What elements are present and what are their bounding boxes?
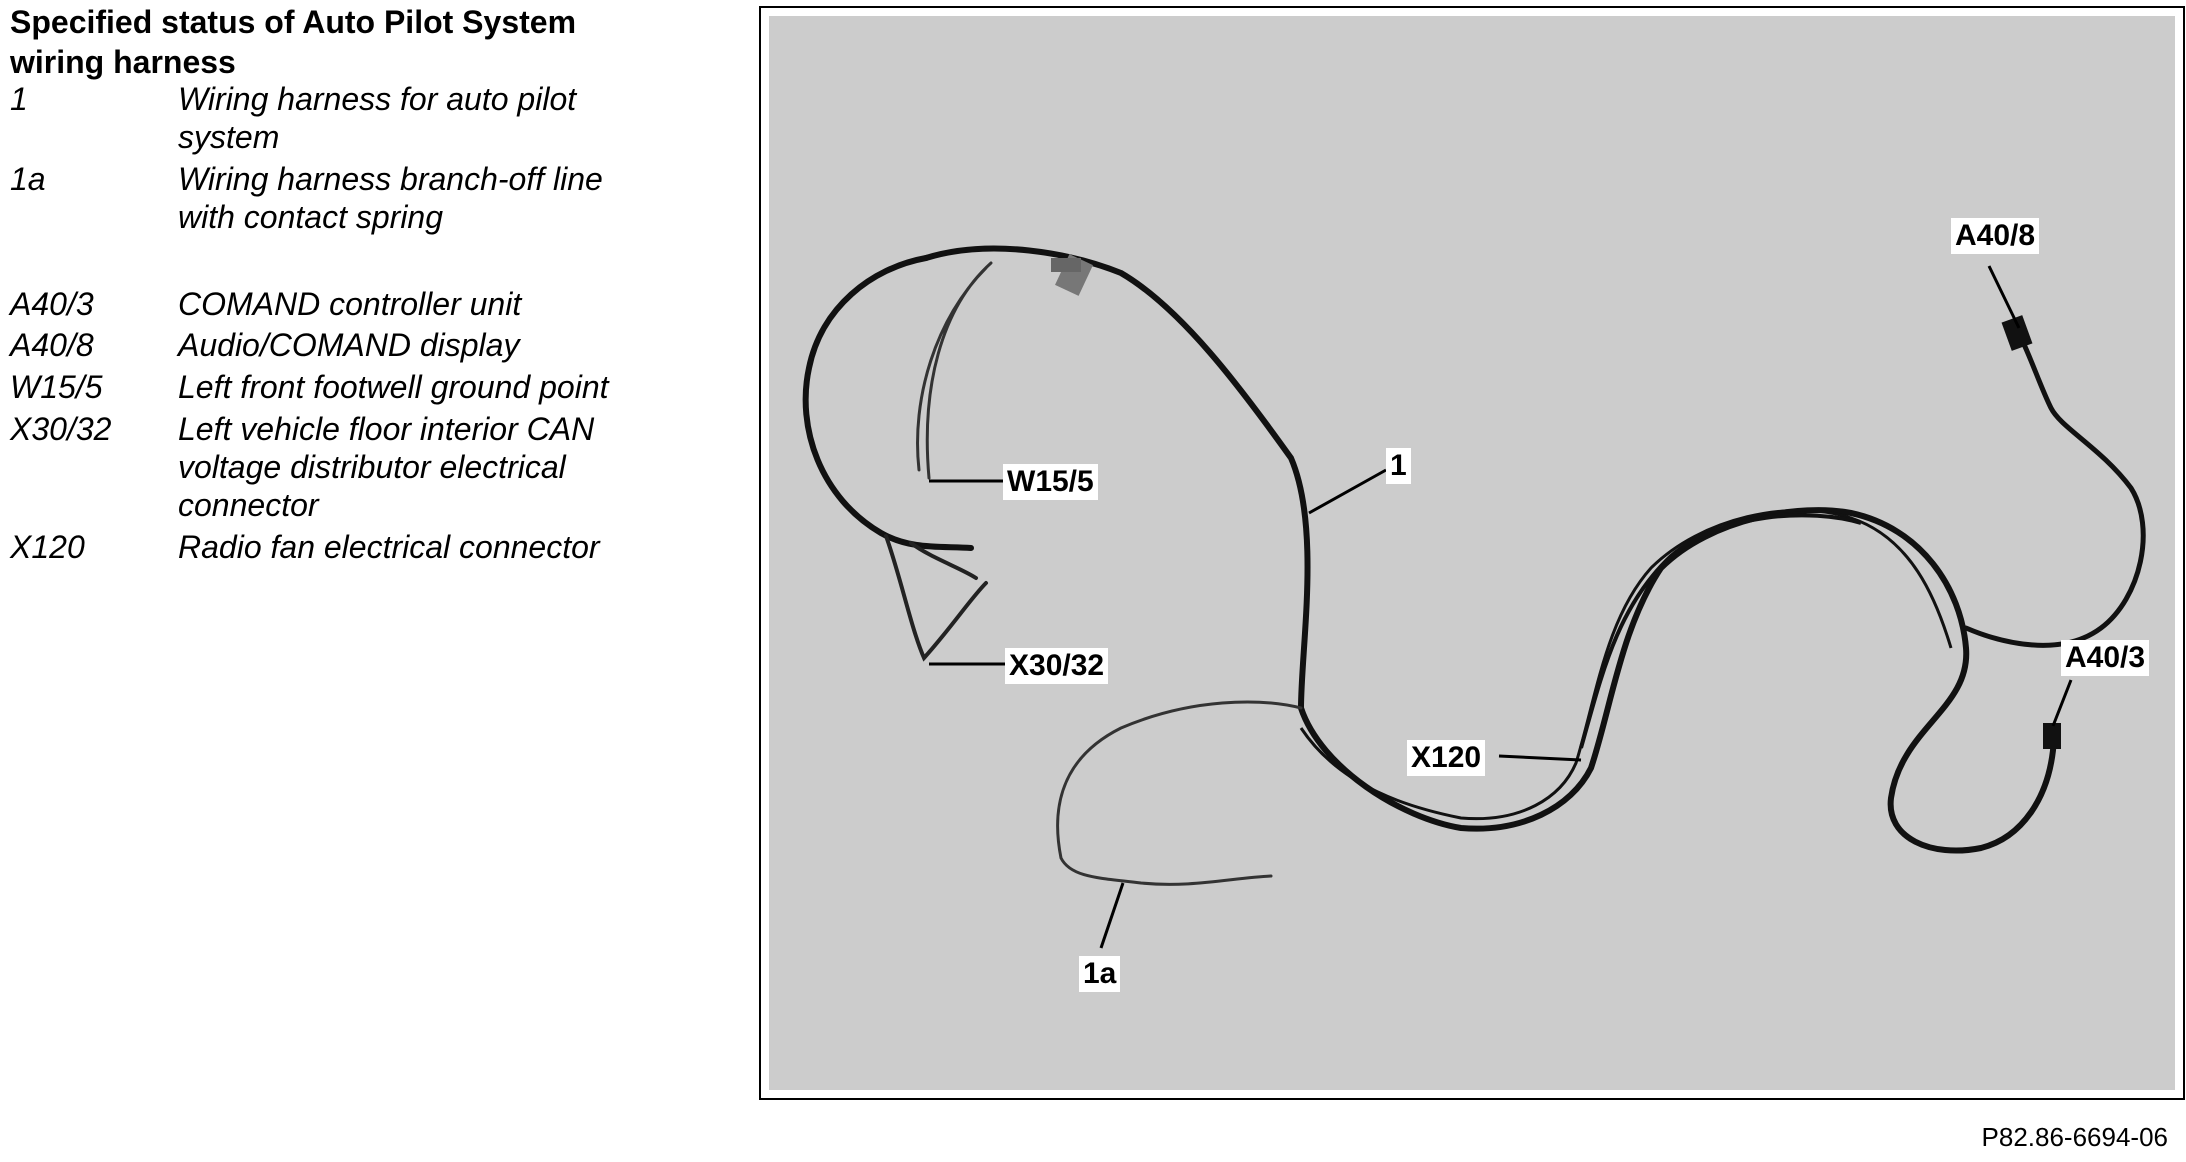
- legend-code: W15/5: [10, 369, 103, 405]
- a40-8-connector: [2001, 315, 2033, 351]
- figure-id: P82.86-6694-06: [1981, 1122, 2168, 1152]
- photo-background: [769, 16, 2175, 1090]
- legend-desc: Left vehicle floor interior CAN voltage …: [178, 411, 595, 523]
- callout-1a: 1a: [1079, 956, 1121, 992]
- top-connector: [1055, 254, 1093, 296]
- leader-1: [1308, 468, 1387, 515]
- wire-main-harness: [923, 245, 2057, 854]
- callout-1: 1: [1386, 448, 1411, 484]
- wire-x30-32-branch-2: [909, 541, 978, 580]
- top-connector-clip: [1051, 258, 1081, 272]
- leader-a40-8: [1987, 265, 2021, 329]
- wire-bundle-strand-2: [1579, 513, 1862, 749]
- legend-desc: Left front footwell ground point: [178, 369, 609, 405]
- legend-desc: Wiring harness branch-off line with cont…: [178, 161, 603, 235]
- wire-1a-branch: [1056, 700, 1303, 886]
- legend-code: X30/32: [10, 411, 112, 447]
- a40-3-connector: [2043, 723, 2061, 749]
- wire-bundle-strand: [1299, 508, 1953, 821]
- leader-a40-3: [2051, 679, 2073, 727]
- callout-x30-32: X30/32: [1005, 648, 1109, 684]
- legend-title: Specified status of Auto Pilot System wi…: [10, 4, 577, 80]
- harness-figure: W15/5 X30/32 1 X120 1a A40/8 A40/3: [759, 6, 2185, 1100]
- leader-1a: [1099, 882, 1125, 949]
- legend-code: 1: [10, 81, 28, 117]
- legend-desc: Radio fan electrical connector: [178, 529, 600, 565]
- legend-desc: Wiring harness for auto pilot system: [178, 81, 577, 155]
- harness-drawing: [769, 16, 2175, 1090]
- callout-w15-5: W15/5: [1003, 464, 1098, 500]
- legend-desc: Audio/COMAND display: [178, 327, 520, 363]
- callout-a40-3: A40/3: [2061, 640, 2150, 676]
- wire-x30-32-branch: [884, 534, 988, 662]
- callout-x120: X120: [1407, 740, 1486, 776]
- callout-a40-8: A40/8: [1951, 218, 2040, 254]
- legend-desc: COMAND controller unit: [178, 286, 522, 322]
- wire-a40-8: [1963, 335, 2146, 648]
- wire-w15-5-branch: [916, 261, 993, 480]
- legend-code: X120: [10, 529, 85, 565]
- legend-code: A40/8: [10, 327, 94, 363]
- legend-code: 1a: [10, 161, 46, 197]
- legend-code: A40/3: [10, 286, 94, 322]
- leader-x120: [1498, 754, 1582, 762]
